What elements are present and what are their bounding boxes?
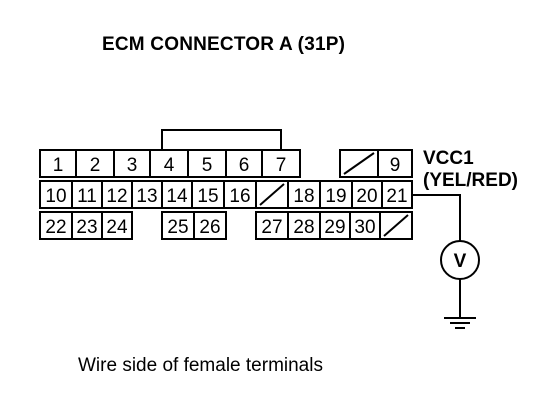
voltmeter-symbol: V [454, 251, 467, 272]
pin-label: 6 [239, 155, 250, 176]
pin-cell [261, 149, 301, 178]
pin-cell [193, 211, 227, 240]
pin-label: 4 [164, 155, 175, 176]
signal-name: VCC1 [423, 148, 474, 169]
pin-label: 16 [229, 186, 250, 207]
pin-label: 3 [127, 155, 138, 176]
pin-label: 14 [166, 186, 188, 207]
pin-label: 9 [390, 155, 401, 176]
pin-label: 20 [356, 186, 377, 207]
pin-label: 18 [293, 186, 314, 207]
pin-label: 28 [293, 217, 314, 238]
pin-label: 22 [45, 217, 66, 238]
empty-pin-slash [259, 183, 285, 206]
pin-label: 5 [202, 155, 213, 176]
pin-label: 13 [136, 186, 157, 207]
pin-label: 1 [53, 155, 64, 176]
pin-label: 23 [76, 217, 97, 238]
pin-label: 15 [197, 186, 218, 207]
pin-label: 11 [77, 186, 97, 207]
pin-label: 26 [199, 217, 220, 238]
pin-label: 2 [90, 155, 101, 176]
pin-cell [377, 149, 413, 178]
pin-label: 25 [167, 217, 188, 238]
pin-label: 19 [325, 186, 346, 207]
pin-cell [101, 211, 133, 240]
empty-pin-slash [343, 152, 375, 175]
pin-cell [379, 211, 413, 240]
wire-color: (YEL/RED) [423, 170, 518, 191]
signal-label: VCC1 (YEL/RED) [423, 148, 518, 192]
diagram-title: ECM CONNECTOR A (31P) [102, 34, 346, 55]
probe-wire [412, 194, 461, 241]
connector-lock-tab [161, 129, 282, 150]
pin-label: 21 [386, 186, 407, 207]
pin-label: 24 [106, 217, 128, 238]
pin-label: 12 [106, 186, 127, 207]
pin-label: 27 [261, 217, 282, 238]
pin-label: 10 [45, 186, 66, 207]
pin-label: 7 [276, 155, 287, 176]
pin-label: 29 [324, 217, 345, 238]
empty-pin-slash [383, 214, 409, 237]
pin-label: 30 [354, 217, 375, 238]
diagram-caption: Wire side of female terminals [78, 355, 323, 376]
